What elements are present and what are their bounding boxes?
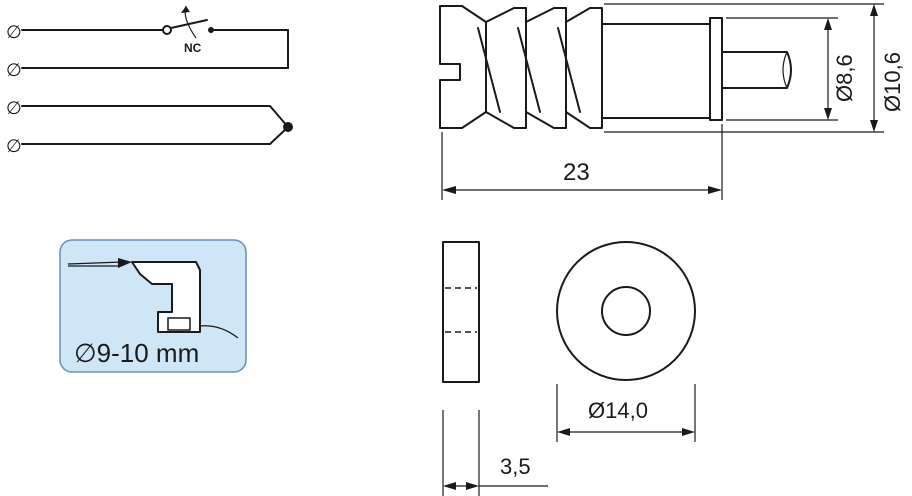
- washer-inner-hole: [601, 286, 651, 336]
- switch-blade: [170, 19, 208, 29]
- mounting-hole-label: ∅9-10 mm: [74, 338, 199, 368]
- washer-thickness-label: 3,5: [500, 454, 531, 479]
- thermocouple-circuit: [21, 105, 293, 145]
- washer-front-view: Ø14,0: [556, 241, 696, 442]
- length-label: 23: [563, 159, 590, 186]
- sensor-body-icon: [131, 261, 201, 333]
- inner-diameter-label: Ø8,6: [832, 54, 857, 102]
- sensor-side-view: Ø8,6 Ø10,6 23: [439, 3, 905, 200]
- probe-lead: [67, 261, 123, 265]
- terminal-2-symbol: ∅: [6, 60, 22, 80]
- washer-side-view: 3,5: [442, 241, 548, 496]
- dimension-length: 23: [441, 124, 723, 200]
- sensor-pin: [721, 51, 792, 89]
- sensor-cable: [199, 325, 239, 339]
- mounting-badge: ∅9-10 mm: [59, 239, 247, 373]
- switch-label: NC: [184, 41, 202, 55]
- sensor-head: [439, 5, 487, 129]
- outer-diameter-label: Ø10,6: [880, 52, 905, 112]
- sensor-collar: [709, 17, 723, 121]
- dimension-outer-diameter: Ø10,6: [604, 3, 905, 133]
- sensor-body: [597, 23, 711, 119]
- terminal-1-symbol: ∅: [6, 22, 22, 42]
- thermocouple-junction: [283, 122, 293, 132]
- dimension-inner-diameter: Ø8,6: [726, 17, 857, 121]
- dimension-washer-thickness: 3,5: [442, 410, 548, 496]
- wiring-schematic: ∅ ∅ ∅ ∅ NC: [6, 5, 293, 156]
- washer-side-profile: [442, 241, 480, 383]
- terminal-3-symbol: ∅: [6, 98, 22, 118]
- switch-contact-left: [162, 25, 172, 35]
- washer-diameter-label: Ø14,0: [588, 398, 648, 423]
- sensor-thread: [477, 7, 603, 129]
- terminal-4-symbol: ∅: [6, 136, 22, 156]
- dimension-washer-diameter: Ø14,0: [556, 384, 696, 442]
- nc-switch-circuit: NC: [21, 5, 289, 69]
